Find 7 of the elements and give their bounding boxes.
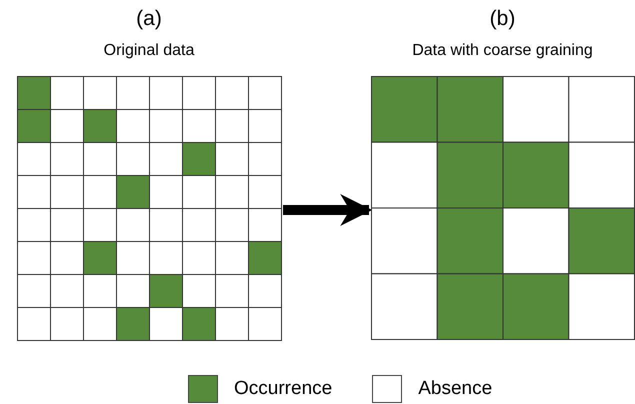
legend-label: Occurrence xyxy=(234,378,332,400)
legend-label: Absence xyxy=(418,378,492,400)
panel-label: (a) xyxy=(136,6,162,32)
panel-title: Original data xyxy=(104,41,194,61)
panel-title: Data with coarse graining xyxy=(412,41,593,61)
panel-label: (b) xyxy=(490,6,516,32)
arrow xyxy=(283,194,372,226)
